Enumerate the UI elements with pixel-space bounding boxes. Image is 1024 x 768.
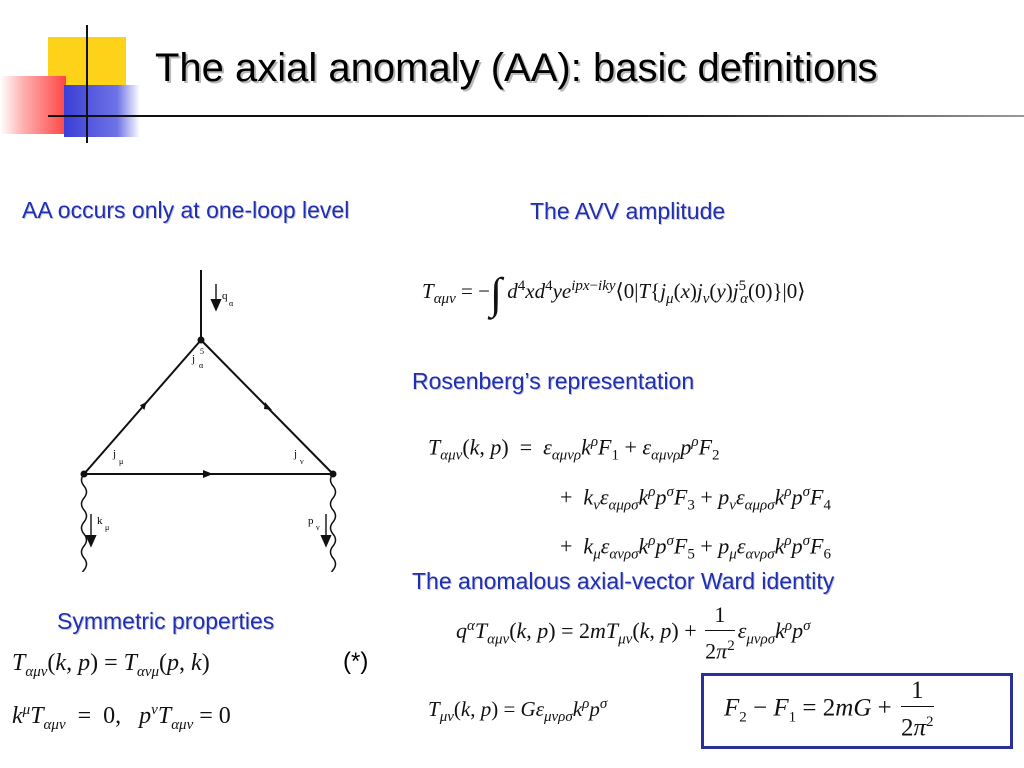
- heading-one-loop: AA occurs only at one-loop level: [22, 197, 350, 223]
- rosenberg-line-2: + kνεαμρσkρpσF3 + pνεαμρσkρpσF4: [560, 483, 831, 514]
- heading-rosenberg: Rosenberg’s representation: [412, 368, 695, 394]
- label-j-left: j: [112, 448, 116, 460]
- slide-title: The axial anomaly (AA): basic definition…: [155, 46, 878, 90]
- deco-blue-square: [64, 85, 140, 137]
- label-j-right: j: [293, 448, 297, 460]
- triangle-feynman-diagram: q α j 5 α j μ j ν k μ p ν: [80, 270, 337, 572]
- label-k-sub: μ: [105, 523, 109, 532]
- deco-horizontal-line: [48, 115, 1024, 117]
- label-j-top-sub: α: [199, 361, 204, 370]
- equation-tag-star: (*): [343, 648, 369, 675]
- symmetric-eq-1: Tαμν(k, p) = Tανμ(p, k): [12, 650, 210, 680]
- avv-equation: Tαμν = −∫ d4xd4yeipx−iky⟨0|T{jμ(x)jν(y)j…: [422, 269, 806, 318]
- deco-vertical-line: [86, 25, 88, 143]
- heading-avv-amplitude: The AVV amplitude: [530, 198, 726, 224]
- arrow-right-edge: [264, 402, 272, 410]
- rosenberg-line-1: Tαμν(k, p) = εαμνρkρF1 + εαμνρpρF2: [428, 434, 720, 464]
- tmunu-equation: Tμν(k, p) = Gεμνρσkρpσ: [428, 696, 608, 726]
- label-j-top-sup: 5: [200, 347, 204, 356]
- photon-right-wavy: [329, 473, 337, 572]
- label-q: q: [222, 290, 228, 302]
- deco-red-bar: [0, 76, 66, 134]
- arrow-left-edge: [139, 401, 147, 410]
- label-q-sub: α: [229, 299, 234, 308]
- rosenberg-line-3: + kμεανρσkρpσF5 + pμεανρσkρpσF6: [560, 533, 831, 564]
- label-j-left-sub: μ: [119, 457, 123, 466]
- label-k: k: [97, 515, 103, 527]
- photon-left-wavy: [80, 473, 88, 572]
- symmetric-eq-2: kμTαμν = 0, pνTαμν = 0: [12, 702, 231, 733]
- label-j-right-sub: ν: [300, 457, 304, 466]
- label-p-sub: ν: [316, 523, 320, 532]
- label-j-top: j: [191, 353, 195, 365]
- arrow-bottom-edge: [203, 470, 213, 478]
- label-p: p: [308, 515, 314, 527]
- rosenberg-equation: Tαμν(k, p) = εαμνρkρF1 + εαμνρpρF2 + kνε…: [428, 424, 831, 573]
- heading-ward-identity: The anomalous axial-vector Ward identity: [412, 568, 835, 594]
- heading-symmetric-properties: Symmetric properties: [57, 608, 275, 634]
